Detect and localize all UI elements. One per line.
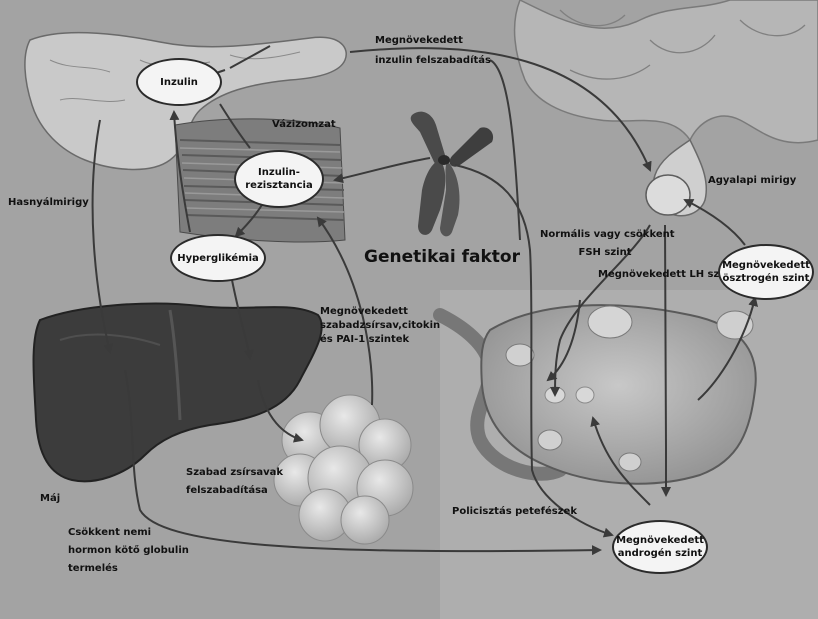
estrogen-node: Megnövekedett ösztrogén szint <box>718 244 814 300</box>
pituitary-label: Agyalapi mirigy <box>708 175 797 186</box>
fat-cells-illustration <box>273 394 414 545</box>
estrogen-line2: ösztrogén szint <box>722 273 810 284</box>
shbg-line3: termelés <box>68 563 118 574</box>
insulin-node: Inzulin <box>136 58 222 106</box>
hyperglycemia-node: Hyperglikémia <box>170 234 266 282</box>
lh-label: Megnövekedett LH szint <box>598 269 735 280</box>
shbg-label: Csökkent nemi hormon kötő globulin terme… <box>68 526 189 576</box>
vascular-label: Vázizomzat <box>272 119 336 130</box>
chromosome-illustration <box>410 111 494 237</box>
resistance-line1: Inzulin- <box>258 167 300 178</box>
androgen-text: Megnövekedett androgén szint <box>616 534 704 560</box>
pco-label: Policisztás petefészek <box>452 506 577 517</box>
free-fa-line2: felszabadítása <box>186 485 268 496</box>
resistance-line2: rezisztancia <box>245 180 313 191</box>
ffa-line2: szabadzsírsav,citokin <box>320 320 441 331</box>
ffa-line3: és PAI-1 szintek <box>320 334 410 345</box>
androgen-line1: Megnövekedett <box>616 535 704 546</box>
ffa-line1: Megnövekedett <box>320 306 408 317</box>
insulin-release-line2: inzulin felszabadítás <box>375 55 491 66</box>
ffa-cytokine-label: Megnövekedett szabadzsírsav,citokin és P… <box>320 305 440 347</box>
ovary-illustration <box>433 304 757 485</box>
genetic-factor-label: Genetikai faktor <box>364 247 520 267</box>
fsh-label: Normális vagy csökkent FSH szint <box>540 228 675 260</box>
liver-label: Máj <box>40 493 61 504</box>
insulin-node-text: Inzulin <box>160 76 198 88</box>
insulin-release-line1: Megnövekedett <box>375 35 463 46</box>
estrogen-text: Megnövekedett ösztrogén szint <box>722 259 810 285</box>
pituitary-gland <box>645 174 691 216</box>
estrogen-line1: Megnövekedett <box>722 260 810 271</box>
insulin-resistance-node: Inzulin- rezisztancia <box>234 150 324 208</box>
shbg-line2: hormon kötő globulin <box>68 545 189 556</box>
free-fatty-acid-label: Szabad zsírsavak felszabadítása <box>186 466 283 498</box>
fsh-line2: FSH szint <box>578 247 632 258</box>
androgen-line2: androgén szint <box>617 548 703 559</box>
androgen-node: Megnövekedett androgén szint <box>612 520 708 574</box>
insulin-release-label: Megnövekedett inzulin felszabadítás <box>375 34 491 68</box>
free-fa-line1: Szabad zsírsavak <box>186 467 284 478</box>
shbg-line1: Csökkent nemi <box>68 527 152 538</box>
pathway-arrows <box>91 45 759 556</box>
fsh-line1: Normális vagy csökkent <box>540 229 675 240</box>
hyperglycemia-text: Hyperglikémia <box>177 252 259 264</box>
insulin-resistance-text: Inzulin- rezisztancia <box>245 166 313 192</box>
pancreas-label: Hasnyálmirigy <box>8 197 89 208</box>
